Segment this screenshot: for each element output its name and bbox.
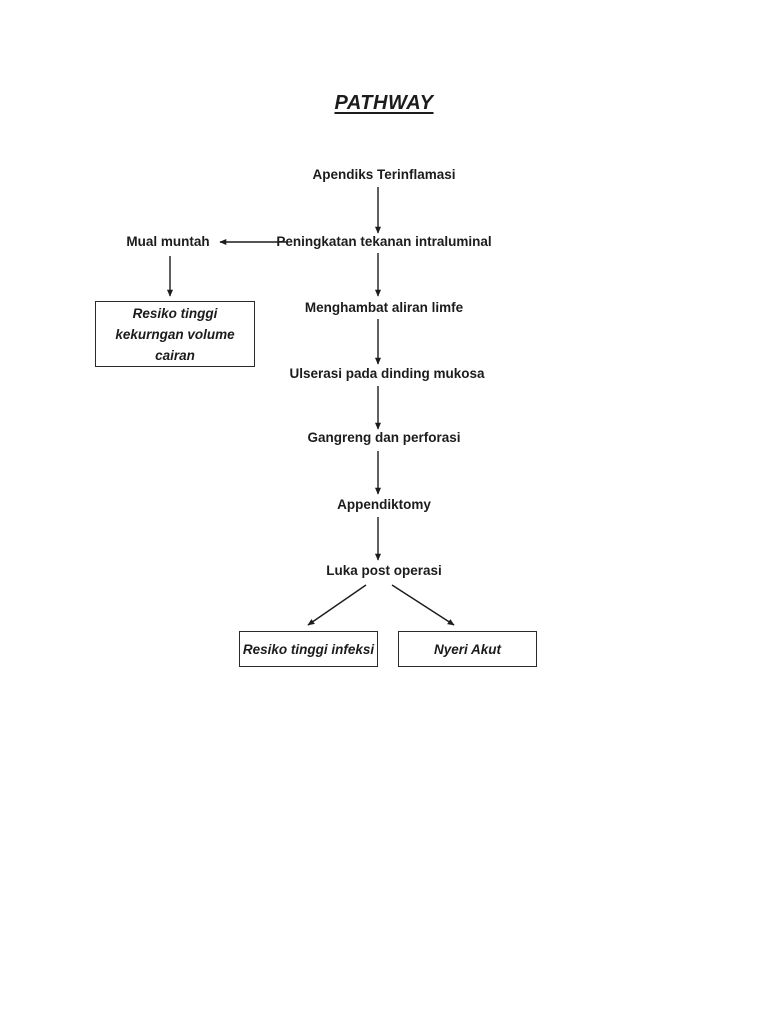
node-apendiks-terinflamasi: Apendiks Terinflamasi: [312, 167, 456, 182]
node-appendiktomy: Appendiktomy: [337, 497, 431, 512]
node-mual-muntah: Mual muntah: [126, 234, 210, 249]
node-menghambat-aliran-limfe: Menghambat aliran limfe: [304, 300, 464, 315]
node-peningkatan-tekanan: Peningkatan tekanan intraluminal: [276, 234, 492, 249]
box-nyeri-akut: Nyeri Akut: [398, 631, 537, 667]
page-title: PATHWAY: [334, 92, 434, 114]
arrow-luka-to-nyeri-akut: [391, 584, 455, 626]
node-gangreng-perforasi: Gangreng dan perforasi: [307, 430, 461, 445]
box-resiko-tinggi-infeksi: Resiko tinggi infeksi: [239, 631, 378, 667]
arrow-luka-to-resiko-infeksi: [307, 584, 367, 626]
box-resiko-tinggi-kekurangan-volume-cairan: Resiko tinggi kekurngan volume cairan: [95, 301, 255, 367]
node-luka-post-operasi: Luka post operasi: [326, 563, 442, 578]
node-ulserasi-dinding-mukosa: Ulserasi pada dinding mukosa: [289, 366, 485, 381]
